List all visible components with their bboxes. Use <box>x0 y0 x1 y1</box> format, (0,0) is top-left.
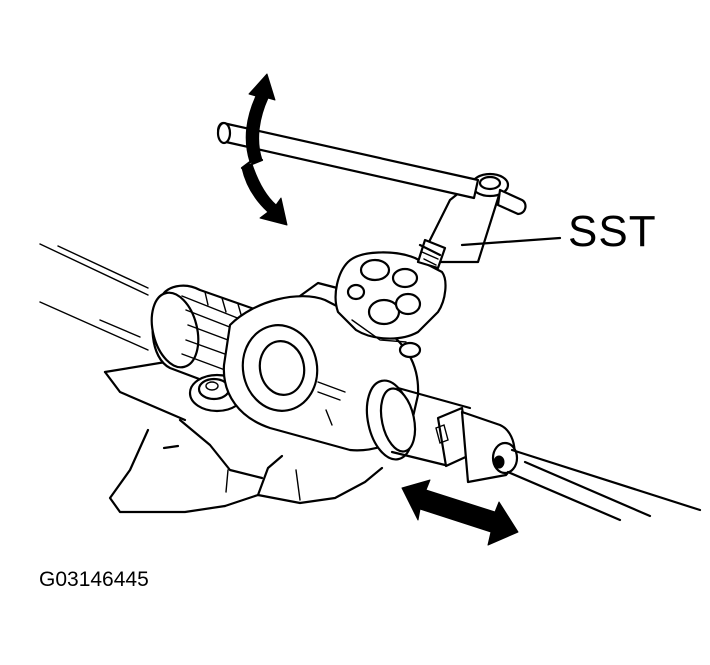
tie-rod <box>506 448 702 522</box>
sst-leader-line <box>460 236 562 247</box>
figure-code: G03146445 <box>39 568 149 591</box>
straight-double-arrow-icon <box>401 479 519 546</box>
pinion-valve-body <box>334 251 447 359</box>
rack-tube-right <box>365 379 519 484</box>
sst-label: SST <box>568 207 657 256</box>
rack-tube-left <box>39 243 149 351</box>
curved-double-arrow-icon <box>240 73 288 226</box>
sst-tool <box>216 121 527 270</box>
